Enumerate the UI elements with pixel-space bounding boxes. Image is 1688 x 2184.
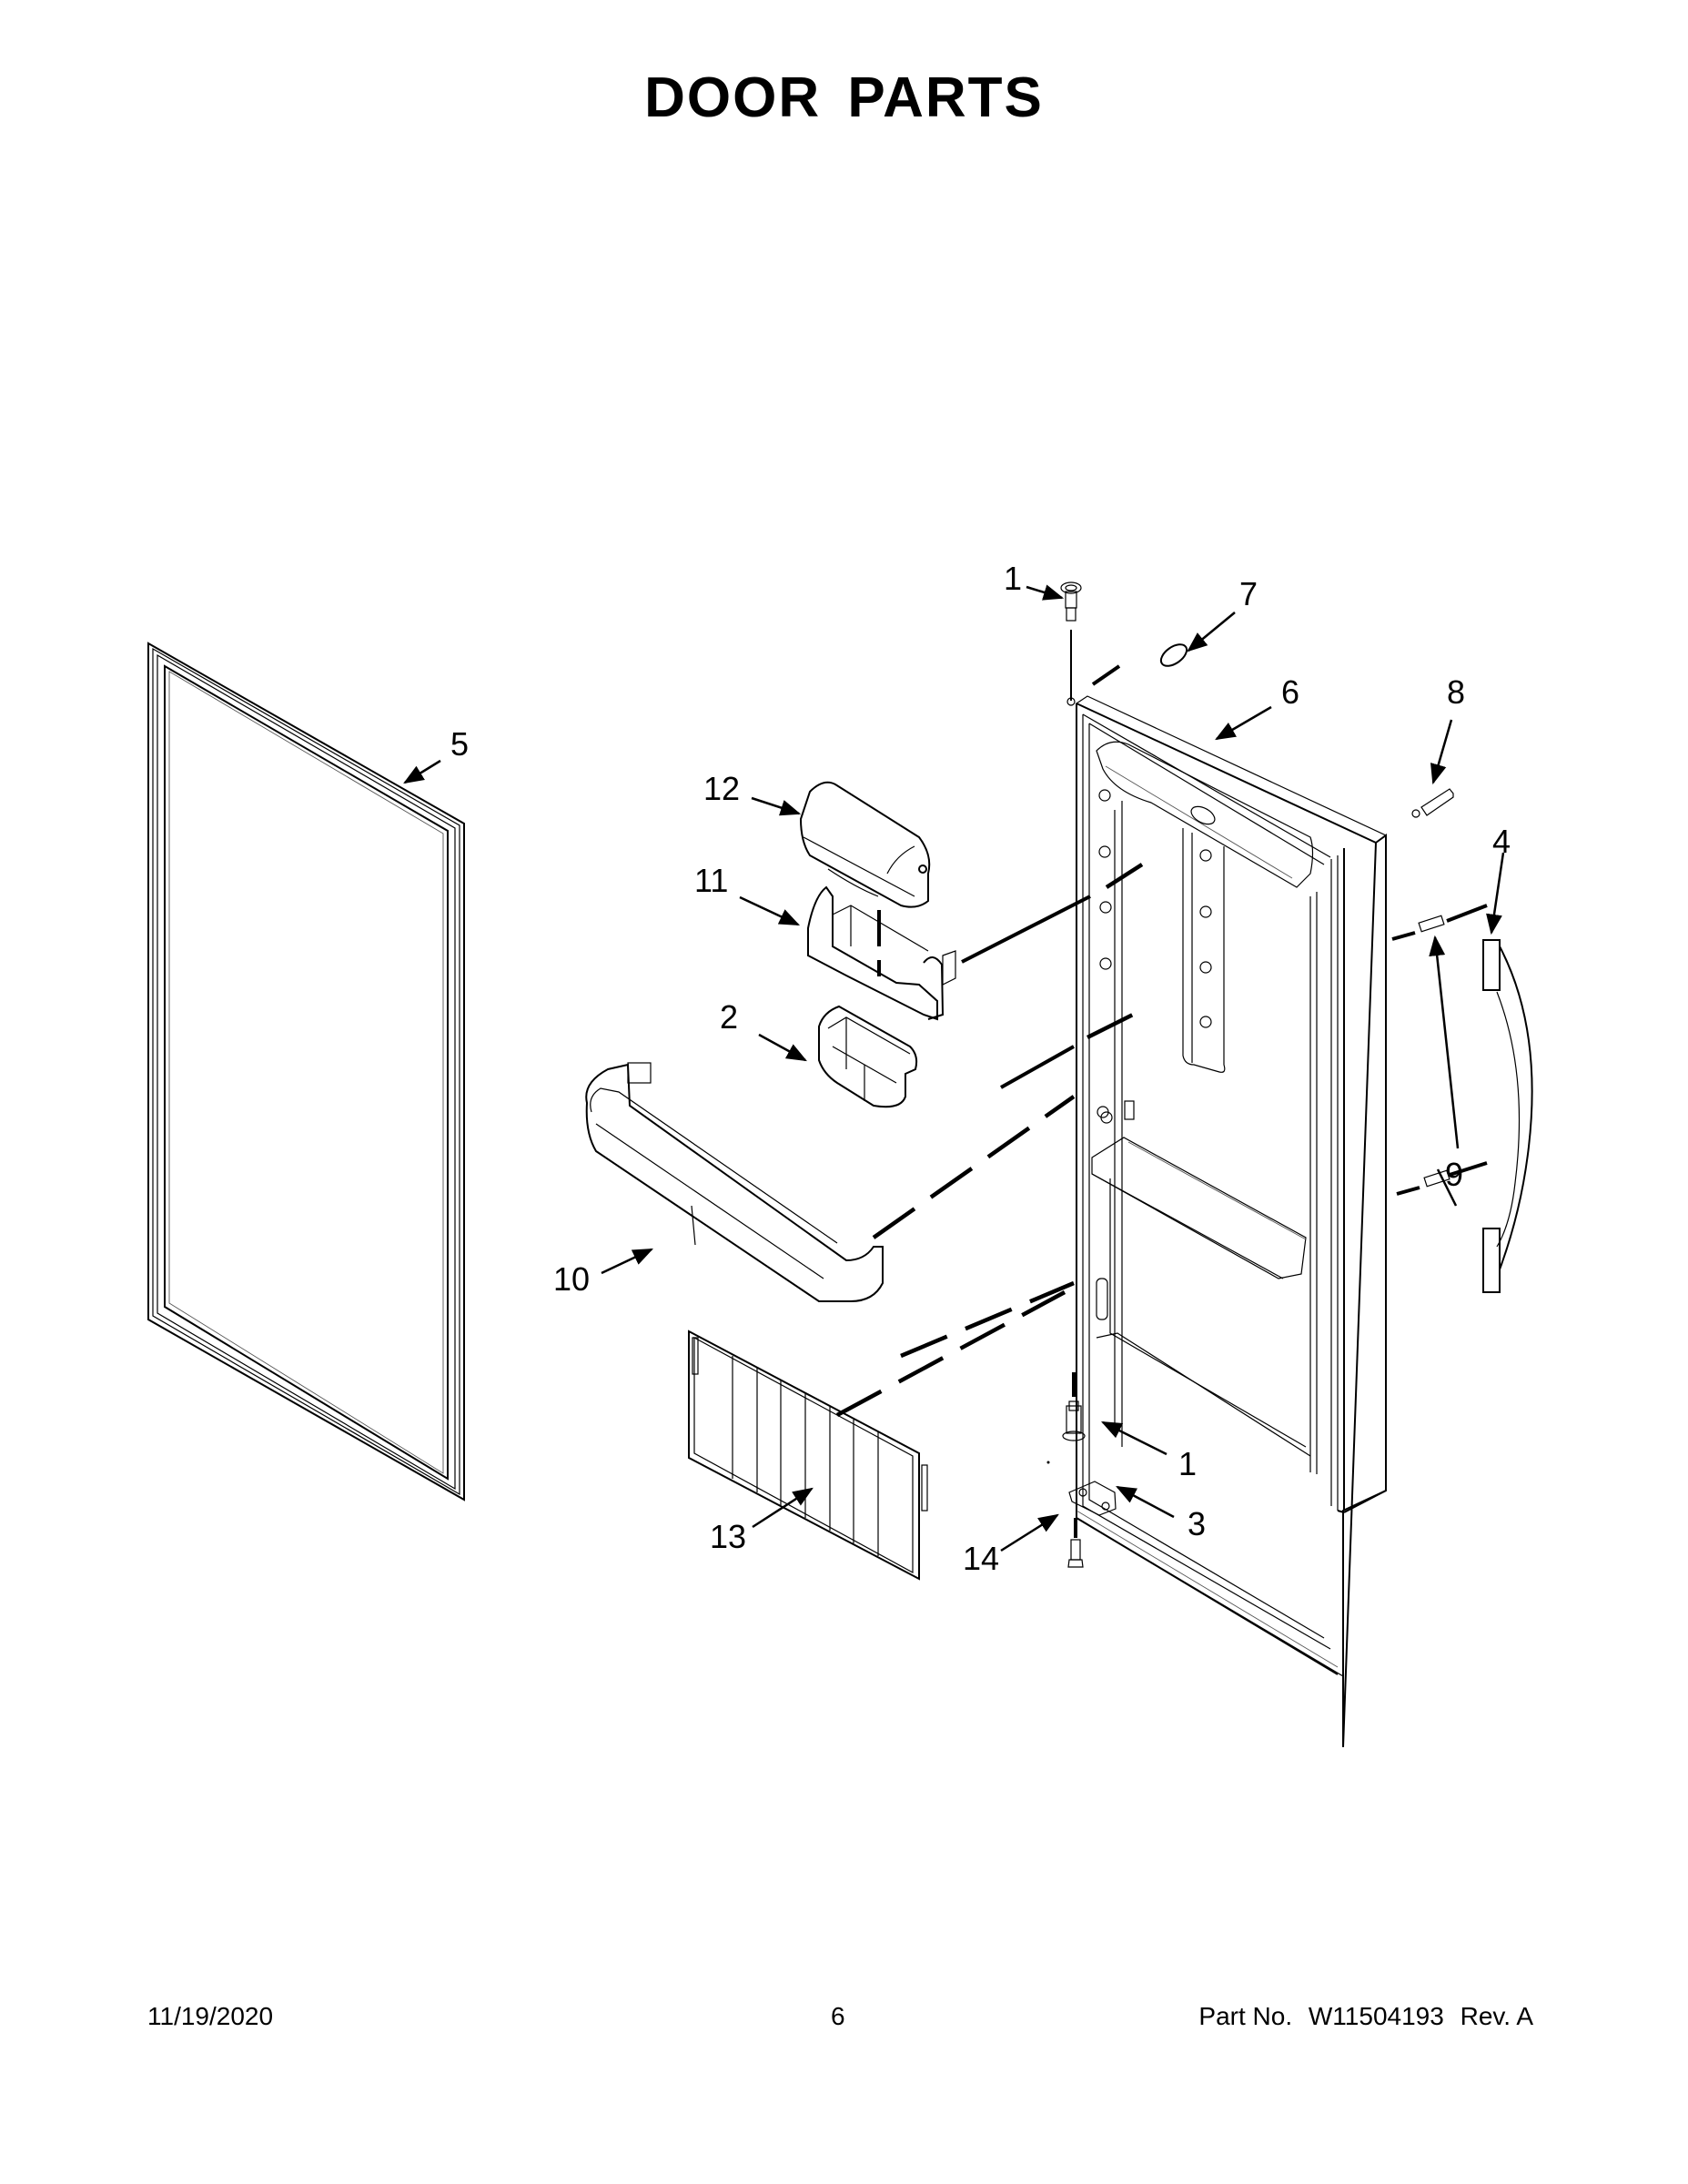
bottom-hinge-hardware — [1046, 1372, 1117, 1568]
callout-9: 9 — [1445, 1156, 1463, 1193]
handle-screws-part — [1418, 915, 1450, 1188]
door-bin-large-part — [585, 1062, 1076, 1359]
footer-part-number: Part No. W11504193 Rev. A — [1189, 2002, 1533, 2031]
callout-13: 13 — [710, 1518, 746, 1555]
callout-1-bottom: 1 — [1178, 1445, 1197, 1482]
door-assembly-part — [1075, 695, 1388, 1748]
callout-3: 3 — [1188, 1505, 1206, 1542]
dairy-bin-part — [807, 863, 1144, 1021]
callout-8: 8 — [1447, 673, 1465, 711]
shelf-button-left-column — [1098, 789, 1113, 1124]
callout-12: 12 — [703, 770, 740, 807]
callout-10: 10 — [553, 1260, 590, 1298]
part-no-label: Part No. — [1198, 2002, 1293, 2030]
hinge-bushing-top-part — [1060, 581, 1082, 706]
callout-labels: 1 7 6 8 5 12 11 4 2 9 10 1 3 13 14 — [450, 560, 1511, 1577]
callout-7: 7 — [1239, 575, 1258, 612]
part-no-value: W11504193 — [1308, 2002, 1444, 2030]
washer-part — [1091, 643, 1188, 686]
footer-date: 11/19/2020 — [147, 2002, 274, 2030]
callout-5: 5 — [450, 725, 469, 763]
callout-4: 4 — [1492, 823, 1511, 860]
page-title: DOOR PARTS — [644, 66, 1044, 129]
callout-11: 11 — [694, 862, 728, 899]
dairy-door-part — [799, 781, 931, 908]
door-bin-small-part — [818, 1005, 1144, 1108]
callout-6: 6 — [1281, 673, 1299, 711]
door-stop-pin-part — [1411, 788, 1454, 818]
callout-14: 14 — [963, 1540, 999, 1577]
callout-2: 2 — [720, 998, 738, 1036]
callout-arrows — [403, 584, 1505, 1552]
footer-page-number: 6 — [831, 2002, 845, 2030]
shelf-button-center-column — [1199, 849, 1212, 1028]
door-handle-part — [1391, 904, 1533, 1293]
door-gasket-part — [147, 642, 465, 1502]
bin-divider-part — [688, 1290, 1066, 1581]
callout-1-top: 1 — [1004, 560, 1022, 597]
revision: Rev. A — [1460, 2002, 1533, 2030]
